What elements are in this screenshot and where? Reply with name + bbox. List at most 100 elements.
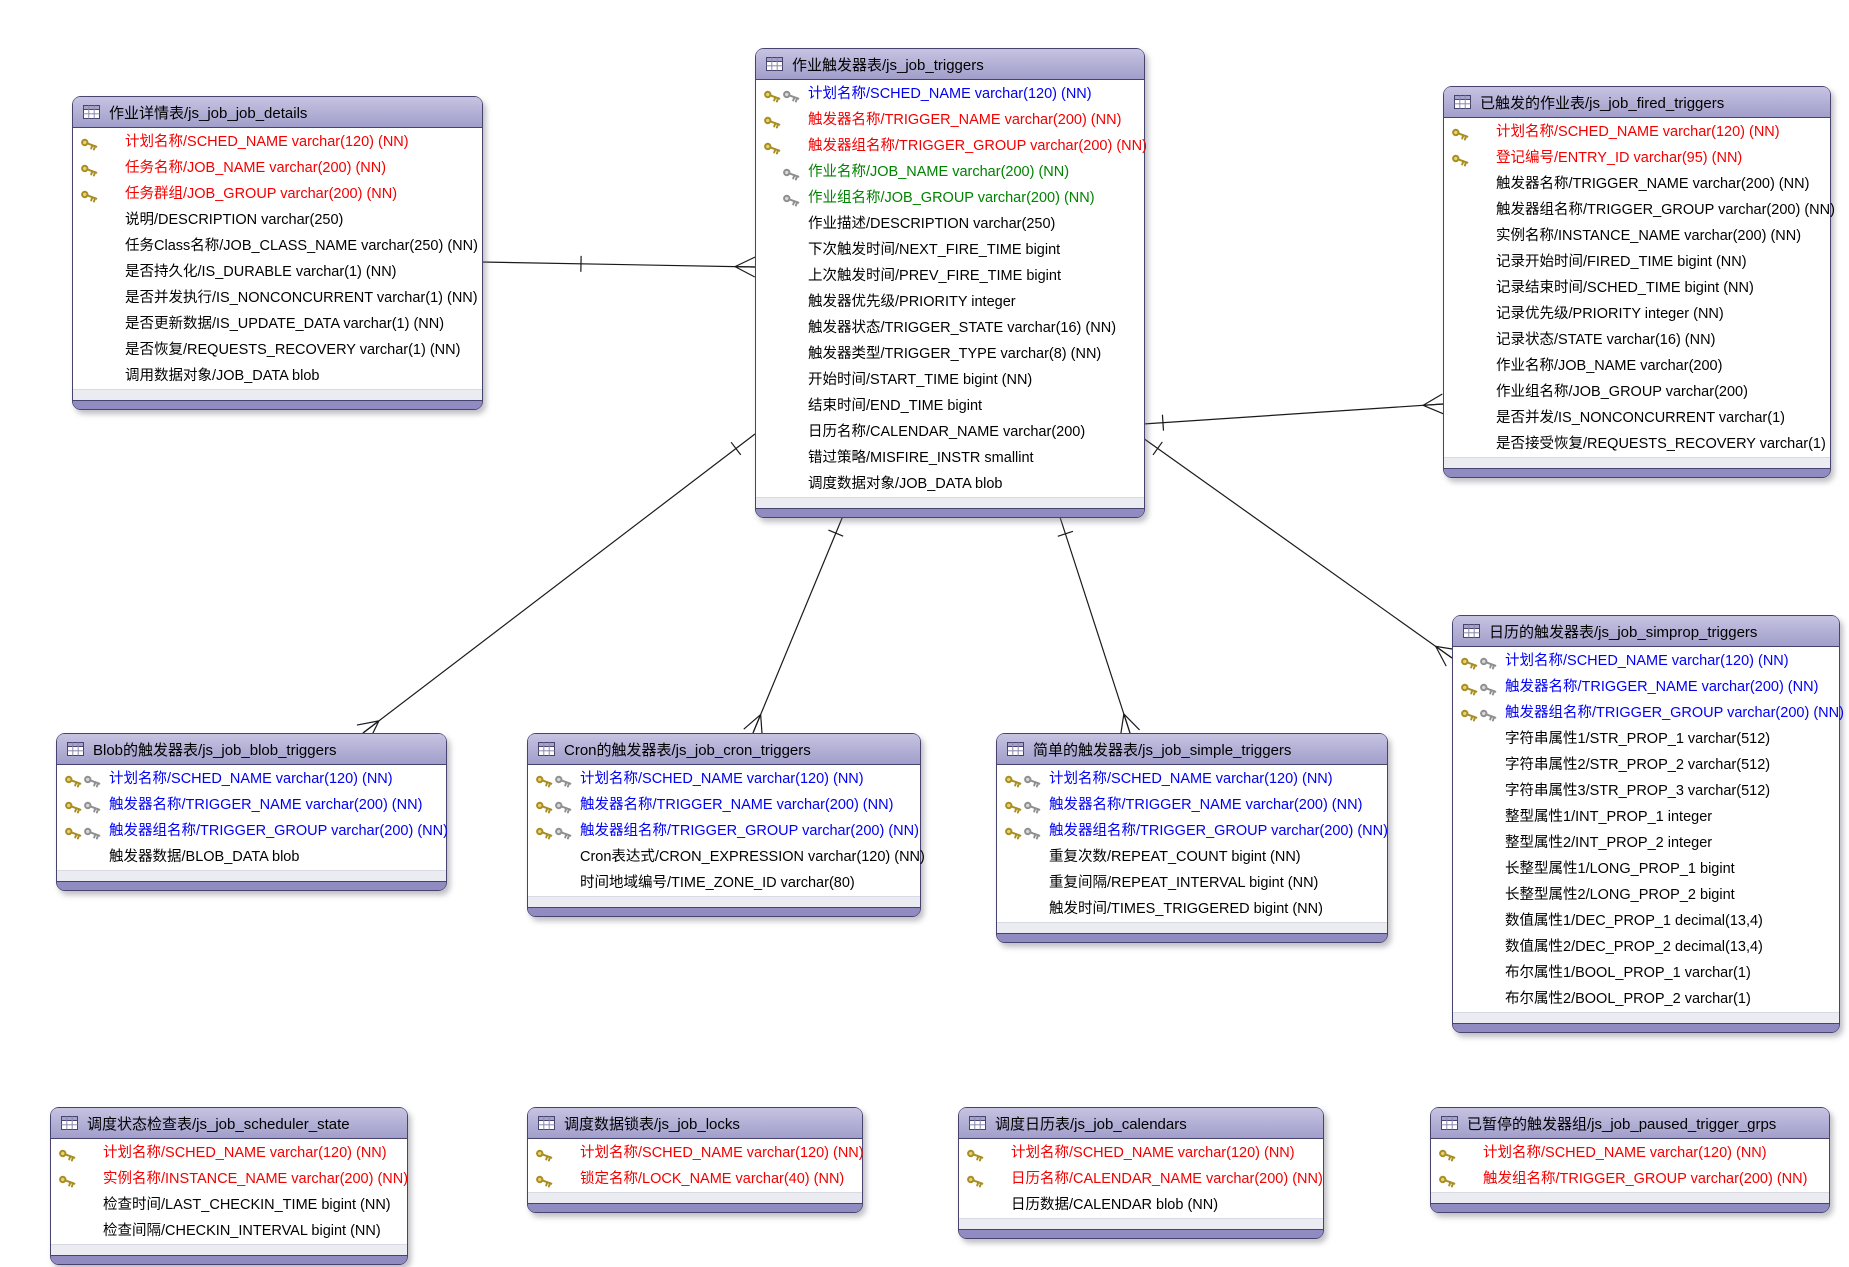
field-row[interactable]: 触发器组名称/TRIGGER_GROUP varchar(200) (NN) bbox=[1453, 700, 1844, 726]
field-row[interactable]: 重复次数/REPEAT_COUNT bigint (NN) bbox=[997, 844, 1387, 870]
relationship-js_job_triggers-js_job_cron_triggers[interactable] bbox=[743, 510, 846, 737]
field-row[interactable]: 实例名称/INSTANCE_NAME varchar(200) (NN) bbox=[51, 1166, 408, 1192]
field-row[interactable]: 计划名称/SCHED_NAME varchar(120) (NN) bbox=[528, 1140, 864, 1166]
field-row[interactable]: 数值属性1/DEC_PROP_1 decimal(13,4) bbox=[1453, 908, 1839, 934]
table-header[interactable]: 已暂停的触发器组/js_job_paused_trigger_grps bbox=[1431, 1108, 1829, 1139]
field-row[interactable]: 记录结束时间/SCHED_TIME bigint (NN) bbox=[1444, 275, 1830, 301]
field-row[interactable]: 任务Class名称/JOB_CLASS_NAME varchar(250) (N… bbox=[73, 233, 482, 259]
field-row[interactable]: 触发器数据/BLOB_DATA blob bbox=[57, 844, 446, 870]
field-row[interactable]: 触发器状态/TRIGGER_STATE varchar(16) (NN) bbox=[756, 315, 1144, 341]
field-row[interactable]: 是否并发/IS_NONCONCURRENT varchar(1) bbox=[1444, 405, 1830, 431]
field-row[interactable]: 记录开始时间/FIRED_TIME bigint (NN) bbox=[1444, 249, 1830, 275]
field-row[interactable]: 作业名称/JOB_NAME varchar(200) bbox=[1444, 353, 1830, 379]
field-row[interactable]: 触发器名称/TRIGGER_NAME varchar(200) (NN) bbox=[756, 107, 1144, 133]
field-row[interactable]: 触发器名称/TRIGGER_NAME varchar(200) (NN) bbox=[997, 792, 1387, 818]
field-row[interactable]: 计划名称/SCHED_NAME varchar(120) (NN) bbox=[959, 1140, 1323, 1166]
field-row[interactable]: 开始时间/START_TIME bigint (NN) bbox=[756, 367, 1144, 393]
field-row[interactable]: 任务群组/JOB_GROUP varchar(200) (NN) bbox=[73, 181, 482, 207]
field-row[interactable]: 作业组名称/JOB_GROUP varchar(200) bbox=[1444, 379, 1830, 405]
field-row[interactable]: 计划名称/SCHED_NAME varchar(120) (NN) bbox=[1431, 1140, 1829, 1166]
field-row[interactable]: 记录优先级/PRIORITY integer (NN) bbox=[1444, 301, 1830, 327]
field-row[interactable]: 是否接受恢复/REQUESTS_RECOVERY varchar(1) bbox=[1444, 431, 1830, 457]
field-row[interactable]: 长整型属性1/LONG_PROP_1 bigint bbox=[1453, 856, 1839, 882]
field-row[interactable]: 作业名称/JOB_NAME varchar(200) (NN) bbox=[756, 159, 1144, 185]
field-row[interactable]: 作业组名称/JOB_GROUP varchar(200) (NN) bbox=[756, 185, 1144, 211]
field-row[interactable]: 字符串属性1/STR_PROP_1 varchar(512) bbox=[1453, 726, 1839, 752]
field-row[interactable]: 检查间隔/CHECKIN_INTERVAL bigint (NN) bbox=[51, 1218, 407, 1244]
field-row[interactable]: 下次触发时间/NEXT_FIRE_TIME bigint bbox=[756, 237, 1144, 263]
field-row[interactable]: 触发组名称/TRIGGER_GROUP varchar(200) (NN) bbox=[1431, 1166, 1829, 1192]
field-row[interactable]: 整型属性1/INT_PROP_1 integer bbox=[1453, 804, 1839, 830]
table-header[interactable]: 日历的触发器表/js_job_simprop_triggers bbox=[1453, 616, 1839, 647]
field-row[interactable]: 说明/DESCRIPTION varchar(250) bbox=[73, 207, 482, 233]
table-header[interactable]: Blob的触发器表/js_job_blob_triggers bbox=[57, 734, 446, 765]
field-row[interactable]: 触发器名称/TRIGGER_NAME varchar(200) (NN) bbox=[1453, 674, 1839, 700]
table-header[interactable]: 调度日历表/js_job_calendars bbox=[959, 1108, 1323, 1139]
table-header[interactable]: Cron的触发器表/js_job_cron_triggers bbox=[528, 734, 920, 765]
field-row[interactable]: 布尔属性2/BOOL_PROP_2 varchar(1) bbox=[1453, 986, 1839, 1012]
field-row[interactable]: 计划名称/SCHED_NAME varchar(120) (NN) bbox=[73, 129, 482, 155]
field-row[interactable]: 任务名称/JOB_NAME varchar(200) (NN) bbox=[73, 155, 482, 181]
field-row[interactable]: 是否恢复/REQUESTS_RECOVERY varchar(1) (NN) bbox=[73, 337, 482, 363]
table-header[interactable]: 已触发的作业表/js_job_fired_triggers bbox=[1444, 87, 1830, 118]
field-row[interactable]: 时间地域编号/TIME_ZONE_ID varchar(80) bbox=[528, 870, 920, 896]
table-header[interactable]: 作业详情表/js_job_job_details bbox=[73, 97, 482, 128]
field-row[interactable]: 触发器组名称/TRIGGER_GROUP varchar(200) (NN) bbox=[528, 818, 920, 844]
field-row[interactable]: 触发器组名称/TRIGGER_GROUP varchar(200) (NN) bbox=[1444, 197, 1835, 223]
field-row[interactable]: 触发器名称/TRIGGER_NAME varchar(200) (NN) bbox=[1444, 171, 1830, 197]
field-row[interactable]: 计划名称/SCHED_NAME varchar(120) (NN) bbox=[51, 1140, 407, 1166]
field-row[interactable]: 检查时间/LAST_CHECKIN_TIME bigint (NN) bbox=[51, 1192, 407, 1218]
relationship-js_job_triggers-js_job_blob_triggers[interactable] bbox=[356, 433, 756, 742]
field-row[interactable]: 重复间隔/REPEAT_INTERVAL bigint (NN) bbox=[997, 870, 1387, 896]
relationship-js_job_job_details-js_job_triggers[interactable] bbox=[480, 255, 756, 278]
field-row[interactable]: 触发器组名称/TRIGGER_GROUP varchar(200) (NN) bbox=[756, 133, 1147, 159]
field-row[interactable]: 触发器组名称/TRIGGER_GROUP varchar(200) (NN) bbox=[997, 818, 1388, 844]
field-row[interactable]: 上次触发时间/PREV_FIRE_TIME bigint bbox=[756, 263, 1144, 289]
field-row[interactable]: 计划名称/SCHED_NAME varchar(120) (NN) bbox=[1453, 648, 1839, 674]
field-row[interactable]: 触发器名称/TRIGGER_NAME varchar(200) (NN) bbox=[57, 792, 446, 818]
field-row[interactable]: 计划名称/SCHED_NAME varchar(120) (NN) bbox=[997, 766, 1387, 792]
field-row[interactable]: 触发器名称/TRIGGER_NAME varchar(200) (NN) bbox=[528, 792, 920, 818]
field-row[interactable]: 错过策略/MISFIRE_INSTR smallint bbox=[756, 445, 1144, 471]
field-row[interactable]: 实例名称/INSTANCE_NAME varchar(200) (NN) bbox=[1444, 223, 1830, 249]
field-row[interactable]: 记录状态/STATE varchar(16) (NN) bbox=[1444, 327, 1830, 353]
field-row[interactable]: 触发器优先级/PRIORITY integer bbox=[756, 289, 1144, 315]
field-row[interactable]: 数值属性2/DEC_PROP_2 decimal(13,4) bbox=[1453, 934, 1839, 960]
field-row[interactable]: 日历数据/CALENDAR blob (NN) bbox=[959, 1192, 1323, 1218]
relationship-js_job_triggers-js_job_simprop_triggers[interactable] bbox=[1142, 437, 1458, 667]
field-row[interactable]: 布尔属性1/BOOL_PROP_1 varchar(1) bbox=[1453, 960, 1839, 986]
relationship-js_job_triggers-js_job_fired_triggers[interactable] bbox=[1142, 393, 1444, 431]
field-row[interactable]: 是否更新数据/IS_UPDATE_DATA varchar(1) (NN) bbox=[73, 311, 482, 337]
field-row[interactable]: 是否并发执行/IS_NONCONCURRENT varchar(1) (NN) bbox=[73, 285, 482, 311]
field-row[interactable]: 作业描述/DESCRIPTION varchar(250) bbox=[756, 211, 1144, 237]
field-row[interactable]: 触发时间/TIMES_TRIGGERED bigint (NN) bbox=[997, 896, 1387, 922]
field-row[interactable]: 触发器类型/TRIGGER_TYPE varchar(8) (NN) bbox=[756, 341, 1144, 367]
relationship-js_job_triggers-js_job_simple_triggers[interactable] bbox=[1057, 510, 1140, 737]
field-row[interactable]: 整型属性2/INT_PROP_2 integer bbox=[1453, 830, 1839, 856]
field-row[interactable]: 调用数据对象/JOB_DATA blob bbox=[73, 363, 482, 389]
field-row[interactable]: 是否持久化/IS_DURABLE varchar(1) (NN) bbox=[73, 259, 482, 285]
field-row[interactable]: 计划名称/SCHED_NAME varchar(120) (NN) bbox=[528, 766, 920, 792]
field-row[interactable]: 字符串属性3/STR_PROP_3 varchar(512) bbox=[1453, 778, 1839, 804]
field-row[interactable]: 日历名称/CALENDAR_NAME varchar(200) bbox=[756, 419, 1144, 445]
field-row[interactable]: 日历名称/CALENDAR_NAME varchar(200) (NN) bbox=[959, 1166, 1323, 1192]
table-header[interactable]: 作业触发器表/js_job_triggers bbox=[756, 49, 1144, 80]
field-row[interactable]: 调度数据对象/JOB_DATA blob bbox=[756, 471, 1144, 497]
table-header[interactable]: 调度状态检查表/js_job_scheduler_state bbox=[51, 1108, 407, 1139]
table-header[interactable]: 简单的触发器表/js_job_simple_triggers bbox=[997, 734, 1387, 765]
field-row[interactable]: 结束时间/END_TIME bigint bbox=[756, 393, 1144, 419]
field-row[interactable]: 计划名称/SCHED_NAME varchar(120) (NN) bbox=[1444, 119, 1830, 145]
field-row[interactable]: 触发器组名称/TRIGGER_GROUP varchar(200) (NN) bbox=[57, 818, 448, 844]
field-row[interactable]: 长整型属性2/LONG_PROP_2 bigint bbox=[1453, 882, 1839, 908]
